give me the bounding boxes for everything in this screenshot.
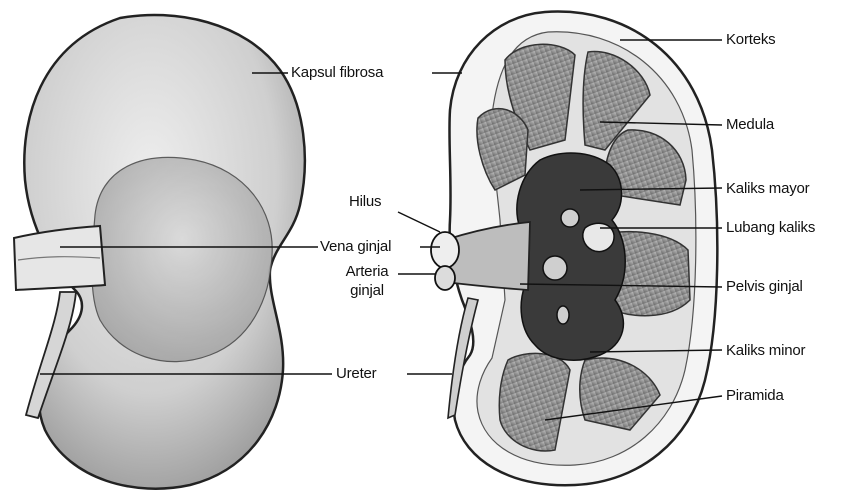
label-piramida: Piramida — [726, 387, 784, 404]
label-kaliks-minor: Kaliks minor — [726, 342, 805, 359]
label-korteks: Korteks — [726, 31, 775, 48]
renal-vein-cut — [431, 232, 459, 268]
label-arteria-ginjal-line2: ginjal — [337, 282, 397, 299]
calyx-opening-3 — [557, 306, 569, 324]
label-kapsul-fibrosa: Kapsul fibrosa — [291, 64, 383, 81]
label-hilus: Hilus — [349, 193, 381, 210]
label-arteria-ginjal-line1: Arteria — [337, 263, 397, 280]
label-medula: Medula — [726, 116, 774, 133]
external-kidney-lobe-bulge — [92, 157, 272, 361]
leader-hilus — [398, 212, 440, 232]
renal-artery-cut — [435, 266, 455, 290]
label-kaliks-mayor: Kaliks mayor — [726, 180, 809, 197]
label-vena-ginjal: Vena ginjal — [320, 238, 391, 255]
label-ureter: Ureter — [336, 365, 376, 382]
calyx-opening-2 — [543, 256, 567, 280]
external-kidney — [14, 15, 305, 489]
label-pelvis-ginjal: Pelvis ginjal — [726, 278, 803, 295]
calyx-opening-1 — [561, 209, 579, 227]
label-lubang-kaliks: Lubang kaliks — [726, 219, 815, 236]
cross-section-kidney — [431, 12, 717, 486]
